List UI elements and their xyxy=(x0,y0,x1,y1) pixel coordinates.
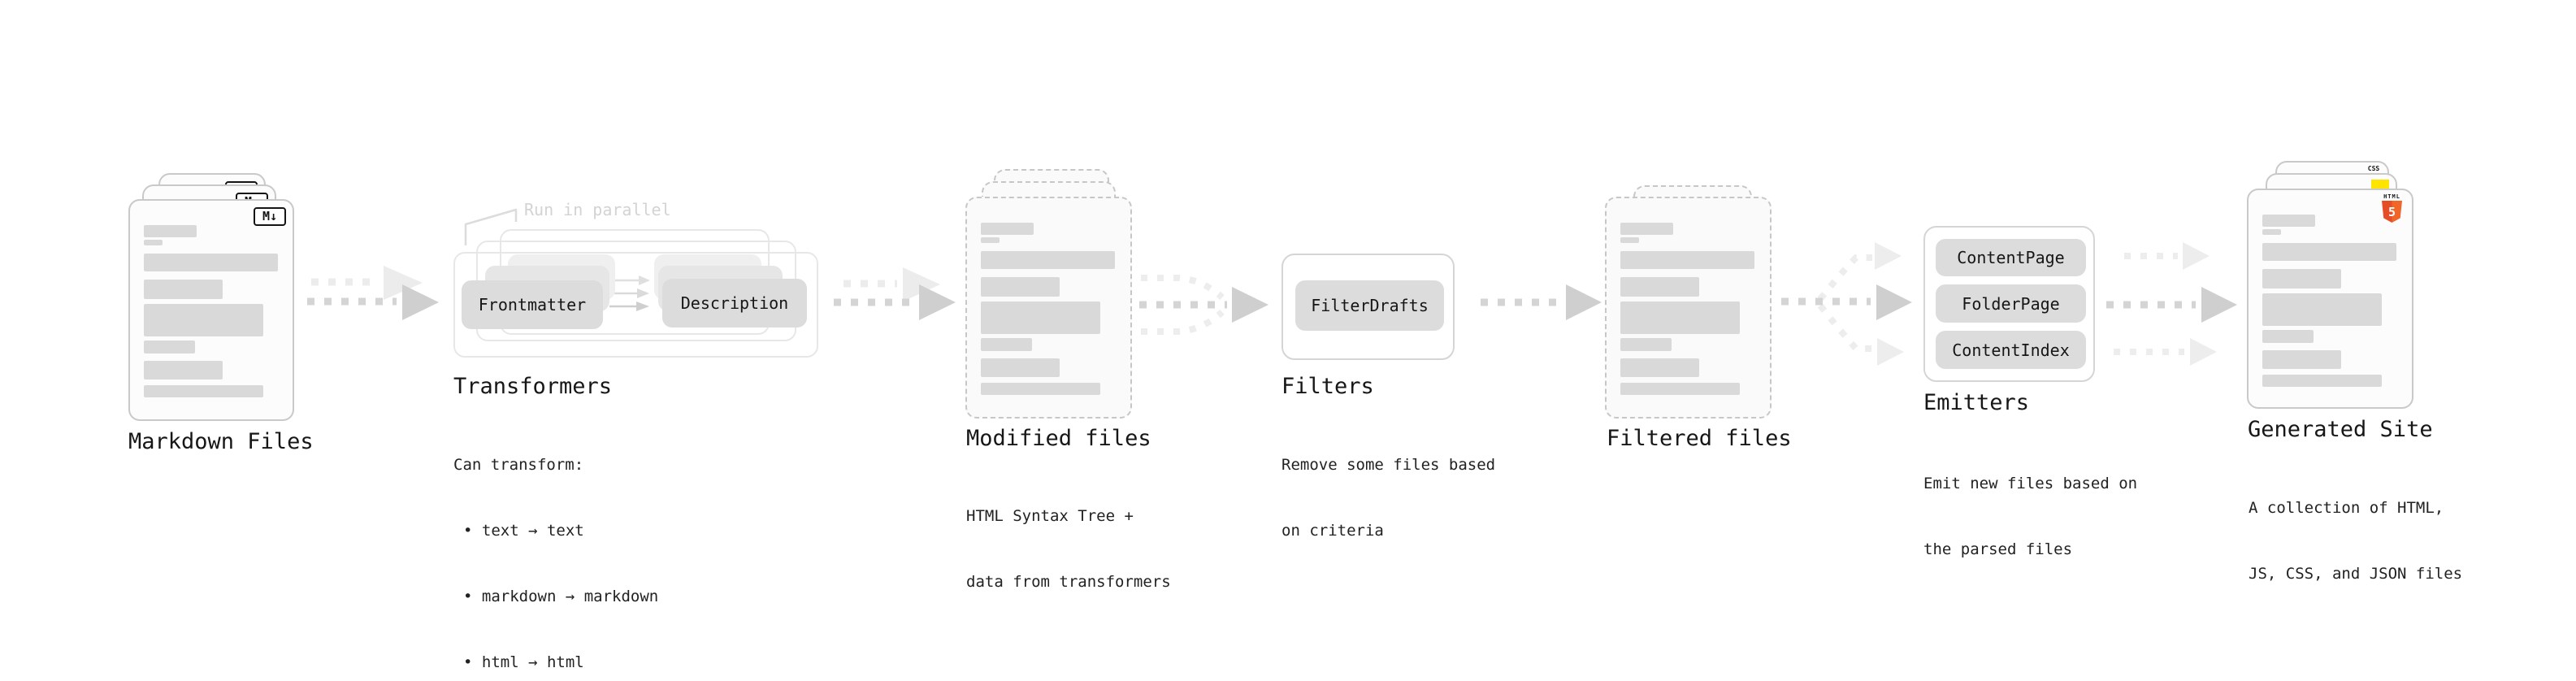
filters-panel: FilterDrafts xyxy=(1281,254,1455,360)
generated-site-desc-line: JS, CSS, and JSON files xyxy=(2249,565,2463,583)
text-placeholder-bar xyxy=(2262,350,2341,369)
text-placeholder-bar xyxy=(981,251,1115,269)
text-placeholder-bar xyxy=(981,301,1100,334)
arrows-emitters-to-site xyxy=(2106,242,2237,366)
text-placeholder-bar xyxy=(2262,215,2315,227)
arrow-markdown-to-transformers xyxy=(307,266,439,320)
text-placeholder-bar xyxy=(144,240,163,245)
text-placeholder-bar xyxy=(981,277,1060,297)
modified-files-label: Modified files xyxy=(966,426,1151,451)
transformers-label: Transformers xyxy=(453,374,613,399)
css-file-icon: CSS xyxy=(2366,166,2382,172)
text-placeholder-bar xyxy=(981,338,1032,351)
text-placeholder-bar xyxy=(981,237,1000,243)
css-icon-label: CSS xyxy=(2367,165,2380,172)
filters-description: Remove some files based on criteria xyxy=(1281,410,1495,586)
filters-desc-line: on criteria xyxy=(1281,522,1384,540)
filterdrafts-box: FilterDrafts xyxy=(1295,280,1444,331)
arrow-filters-to-filtered xyxy=(1481,284,1602,320)
modified-files-stack xyxy=(965,169,1136,421)
text-placeholder-bar xyxy=(144,225,197,237)
emitters-desc-line: the parsed files xyxy=(1923,540,2073,558)
transformers-desc-line: • html → html xyxy=(463,653,584,671)
text-placeholder-bar xyxy=(144,340,195,354)
text-placeholder-bar xyxy=(1620,338,1672,351)
markdown-file-doc-front: M↓ xyxy=(128,199,294,421)
text-placeholder-bar xyxy=(981,223,1034,235)
contentindex-box: ContentIndex xyxy=(1936,331,2086,369)
contentpage-box: ContentPage xyxy=(1936,239,2086,276)
modified-files-description: HTML Syntax Tree + data from transformer… xyxy=(966,462,1171,637)
text-placeholder-bar xyxy=(2262,293,2382,326)
text-placeholder-bar xyxy=(1620,237,1639,243)
text-placeholder-bar xyxy=(981,358,1060,377)
text-placeholder-bar xyxy=(144,304,263,336)
emitters-description: Emit new files based on the parsed files xyxy=(1923,429,2137,605)
text-placeholder-bar xyxy=(2262,269,2341,288)
transformers-description: Can transform: • text → text • markdown … xyxy=(453,410,658,681)
text-placeholder-bar xyxy=(1620,358,1699,377)
html5-icon-number: 5 xyxy=(2387,204,2396,219)
html5-file-icon: HTML 5 xyxy=(2382,193,2402,223)
transformers-desc-line: • text → text xyxy=(463,522,584,540)
emitters-label: Emitters xyxy=(1923,390,2030,415)
emitters-desc-line: Emit new files based on xyxy=(1923,475,2138,492)
arrow-transformers-to-modified xyxy=(834,267,956,320)
generated-site-desc-line: A collection of HTML, xyxy=(2249,499,2444,517)
generated-site-label: Generated Site xyxy=(2248,417,2433,442)
text-placeholder-bar xyxy=(1620,277,1699,297)
html5-icon-shield: 5 xyxy=(2382,201,2402,223)
generated-site-description: A collection of HTML, JS, CSS, and JSON … xyxy=(2249,453,2462,629)
transformers-desc-line: • markdown → markdown xyxy=(463,588,659,605)
modified-file-doc-front xyxy=(965,197,1132,419)
transformer-card-front xyxy=(453,252,818,358)
text-placeholder-bar xyxy=(144,280,223,299)
arrow-modified-to-filters xyxy=(1139,275,1268,335)
transformers-desc-line: Can transform: xyxy=(453,456,584,474)
frontmatter-box: Frontmatter xyxy=(462,280,603,329)
markdown-files-label: Markdown Files xyxy=(128,429,314,454)
markdown-icon: M↓ xyxy=(254,207,286,226)
filtered-files-label: Filtered files xyxy=(1607,426,1792,451)
run-in-parallel-annotation: Run in parallel xyxy=(524,200,671,219)
text-placeholder-bar xyxy=(2262,375,2382,387)
text-placeholder-bar xyxy=(1620,301,1740,334)
text-placeholder-bar xyxy=(2262,330,2314,343)
text-placeholder-bar xyxy=(144,254,278,271)
folderpage-box: FolderPage xyxy=(1936,284,2086,323)
filtered-file-doc-front xyxy=(1605,197,1772,419)
description-box: Description xyxy=(662,279,807,327)
arrow-filtered-to-emitters xyxy=(1781,242,1912,366)
text-placeholder-bar xyxy=(2262,229,2281,235)
transformer-step-arrows xyxy=(609,275,650,311)
text-placeholder-bar xyxy=(981,383,1100,395)
text-placeholder-bar xyxy=(1620,251,1754,269)
run-in-parallel-leader-line xyxy=(464,208,518,245)
modified-files-desc-line: data from transformers xyxy=(966,573,1171,591)
modified-files-desc-line: HTML Syntax Tree + xyxy=(966,507,1134,525)
text-placeholder-bar xyxy=(144,385,263,397)
emitters-panel: ContentPage FolderPage ContentIndex xyxy=(1923,226,2095,382)
markdown-files-stack: M↓ M↓ M↓ xyxy=(128,173,327,425)
text-placeholder-bar xyxy=(144,361,223,380)
filtered-files-stack xyxy=(1605,185,1776,421)
site-file-doc-html: HTML 5 xyxy=(2247,189,2413,409)
js-file-icon xyxy=(2371,180,2389,189)
filters-desc-line: Remove some files based xyxy=(1281,456,1496,474)
html5-icon-word: HTML xyxy=(2383,193,2400,200)
text-placeholder-bar xyxy=(1620,383,1740,395)
text-placeholder-bar xyxy=(2262,243,2396,261)
markdown-icon-glyph: M↓ xyxy=(262,209,278,223)
filters-label: Filters xyxy=(1281,374,1374,399)
generated-site-stack: CSS HTML 5 xyxy=(2247,161,2418,413)
text-placeholder-bar xyxy=(1620,223,1673,235)
